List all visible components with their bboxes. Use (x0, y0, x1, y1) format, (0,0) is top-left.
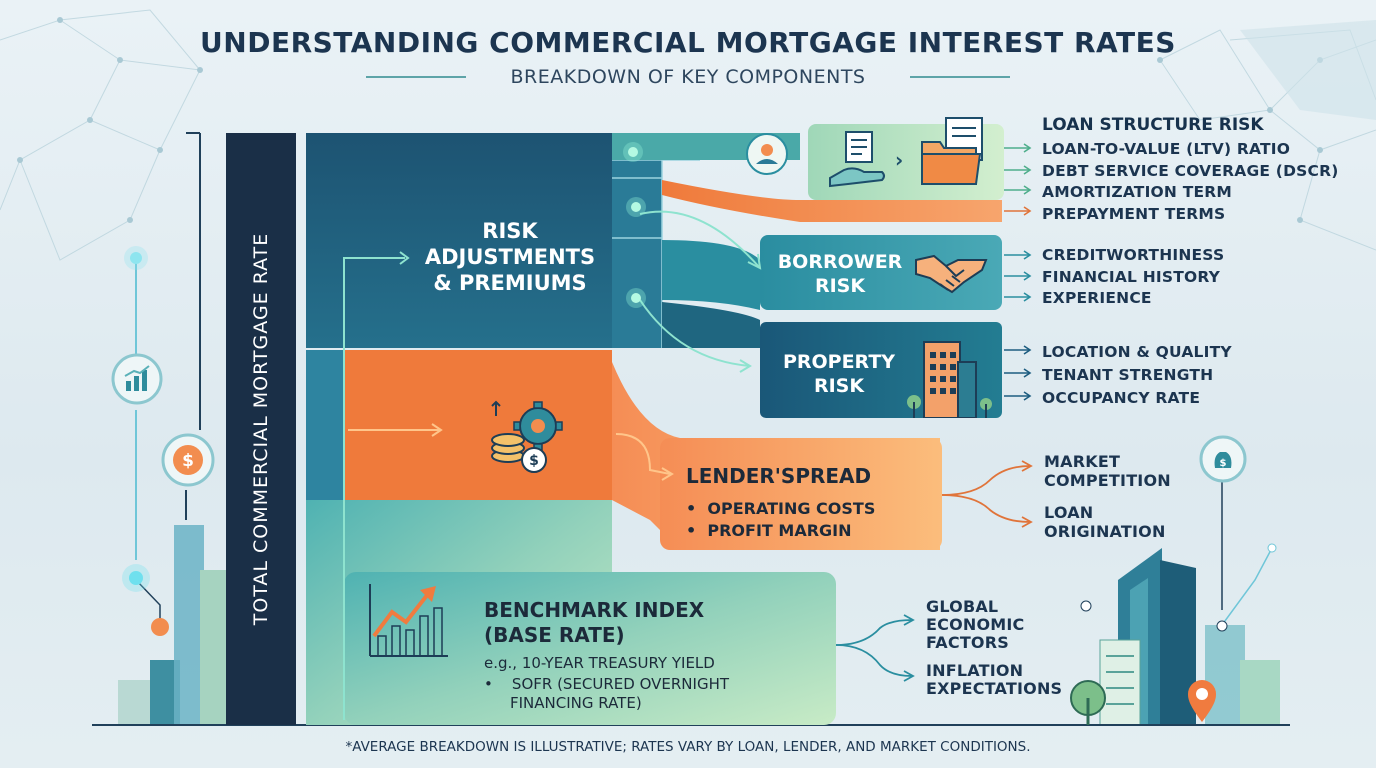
list-item: LOAN-TO-VALUE (LTV) RATIO (1042, 140, 1291, 158)
svg-text:$: $ (182, 451, 194, 471)
money-bag-icon: $ (1199, 435, 1247, 483)
lender-spread-items: • OPERATING COSTS • PROFIT MARGIN (686, 498, 875, 542)
lender-factor-origination: LOAN ORIGINATION (1044, 503, 1166, 541)
list-item: PREPAYMENT TERMS (1042, 204, 1226, 223)
total-rate-label: TOTAL COMMERCIAL MORTGAGE RATE (250, 232, 272, 626)
risk-block (306, 133, 612, 348)
location-pin-icon (1188, 680, 1216, 722)
building-icon (907, 341, 992, 418)
risk-adjustments-title: RISK ADJUSTMENTS & PREMIUMS (424, 219, 596, 295)
borrower-risk-list: CREDITWORTHINESS FINANCIAL HISTORY EXPER… (1042, 246, 1224, 311)
list-item: TENANT STRENGTH (1042, 366, 1214, 384)
property-risk-title: PROPERTY RISK (782, 351, 896, 397)
bar-chart-icon (111, 353, 163, 405)
lender-spread-title: LENDER'SPREAD (686, 464, 872, 488)
borrower-risk-title: BORROWER RISK (777, 251, 903, 297)
loan-structure-list: LOAN-TO-VALUE (LTV) RATIO DEBT SERVICE C… (1042, 140, 1339, 226)
property-risk-list: LOCATION & QUALITY TENANT STRENGTH OCCUP… (1042, 341, 1232, 410)
coins-gear-icon: $ (491, 400, 563, 473)
list-item: CREDITWORTHINESS (1042, 246, 1225, 264)
document-hand-icon (829, 131, 885, 188)
subtitle-rule-right (910, 76, 1010, 78)
footnote: *AVERAGE BREAKDOWN IS ILLUSTRATIVE; RATE… (345, 739, 1031, 755)
lender-factor-market: MARKET COMPETITION (1044, 452, 1171, 490)
benchmark-box (344, 572, 836, 725)
benchmark-factor-inflation: INFLATION EXPECTATIONS (926, 661, 1063, 698)
benchmark-example: e.g., 10-YEAR TREASURY YIELD (484, 654, 715, 672)
list-item: • PROFIT MARGIN (686, 521, 852, 540)
chevron-right-icon: › (895, 148, 904, 172)
borrower-risk-box (760, 235, 1002, 310)
folder-icon (921, 117, 983, 185)
trend-chart-icon (369, 584, 448, 657)
benchmark-factor-global: GLOBAL ECONOMIC FACTORS (926, 597, 1025, 652)
list-item: OCCUPANCY RATE (1042, 389, 1201, 407)
list-item: AMORTIZATION TERM (1042, 183, 1233, 201)
dollar-coin-icon: $ (161, 433, 215, 487)
user-icon (746, 133, 788, 175)
page-title: UNDERSTANDING COMMERCIAL MORTGAGE INTERE… (200, 26, 1176, 59)
svg-text:$: $ (529, 453, 539, 469)
list-item: EXPERIENCE (1042, 289, 1152, 307)
svg-text:$: $ (1220, 458, 1227, 469)
lender-spread-box (660, 438, 942, 550)
list-item: DEBT SERVICE COVERAGE (DSCR) (1042, 161, 1339, 180)
tree-icon (1070, 680, 1106, 725)
list-item: • OPERATING COSTS (686, 499, 876, 518)
page-subtitle: BREAKDOWN OF KEY COMPONENTS (510, 66, 866, 88)
subtitle-rule-left (366, 76, 466, 78)
benchmark-title: BENCHMARK INDEX (BASE RATE) (484, 598, 705, 647)
benchmark-bullet: • SOFR (SECURED OVERNIGHT FINANCING RATE… (484, 675, 730, 712)
total-rate-bar (226, 133, 296, 725)
list-item: LOCATION & QUALITY (1042, 343, 1232, 361)
loan-structure-title: LOAN STRUCTURE RISK (1042, 115, 1264, 135)
handshake-icon (915, 254, 988, 294)
list-item: FINANCIAL HISTORY (1042, 267, 1221, 286)
